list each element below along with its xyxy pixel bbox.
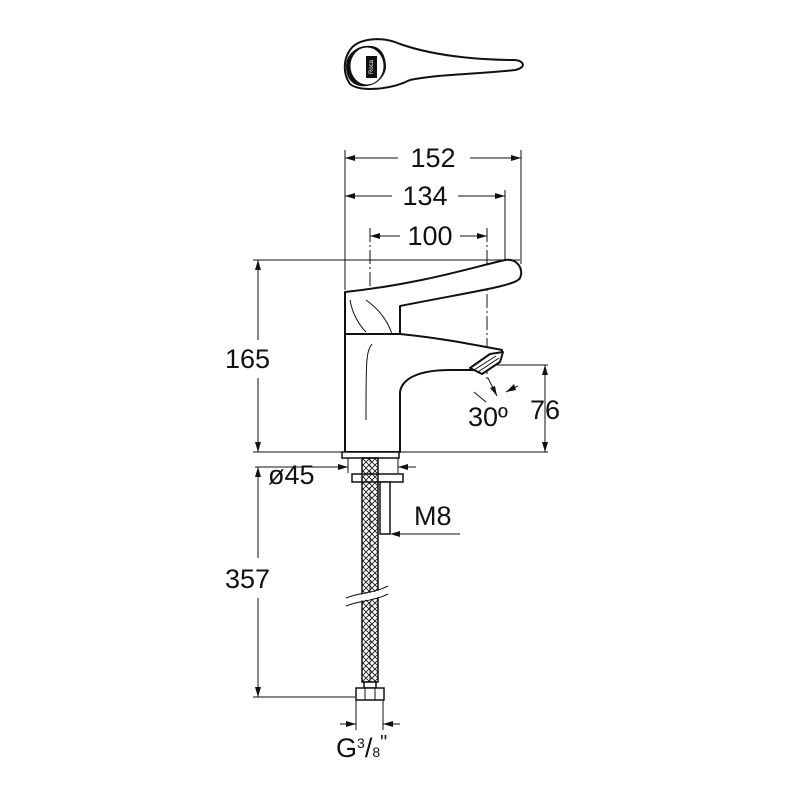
faucet-side-view (341, 258, 523, 535)
label-width-lever: 134 (402, 181, 447, 211)
label-base-diameter: ø45 (268, 460, 315, 490)
label-height-total: 165 (225, 344, 270, 374)
top-view-lever: Roca (343, 38, 524, 90)
label-spout-height: 76 (530, 395, 560, 425)
label-width-center: 100 (407, 221, 452, 251)
brand-mark: Roca (369, 59, 375, 74)
label-spout-angle: 30º (468, 402, 508, 432)
label-stud-thread: M8 (414, 501, 452, 531)
connection-den: 8 (372, 744, 380, 760)
connection-num: 3 (357, 735, 365, 751)
label-width-overall: 152 (410, 143, 455, 173)
dimension-lines (255, 155, 548, 727)
connection-prefix: G (336, 733, 357, 763)
connection-sep: / (365, 733, 373, 763)
connection-suffix: " (380, 732, 387, 754)
label-connection: G3/8" (336, 732, 387, 763)
label-hose-length: 357 (225, 564, 270, 594)
flexible-hose (344, 457, 390, 701)
dimension-labels: 152 134 100 165 76 30º ø45 M8 357 G3/8" (225, 143, 560, 763)
